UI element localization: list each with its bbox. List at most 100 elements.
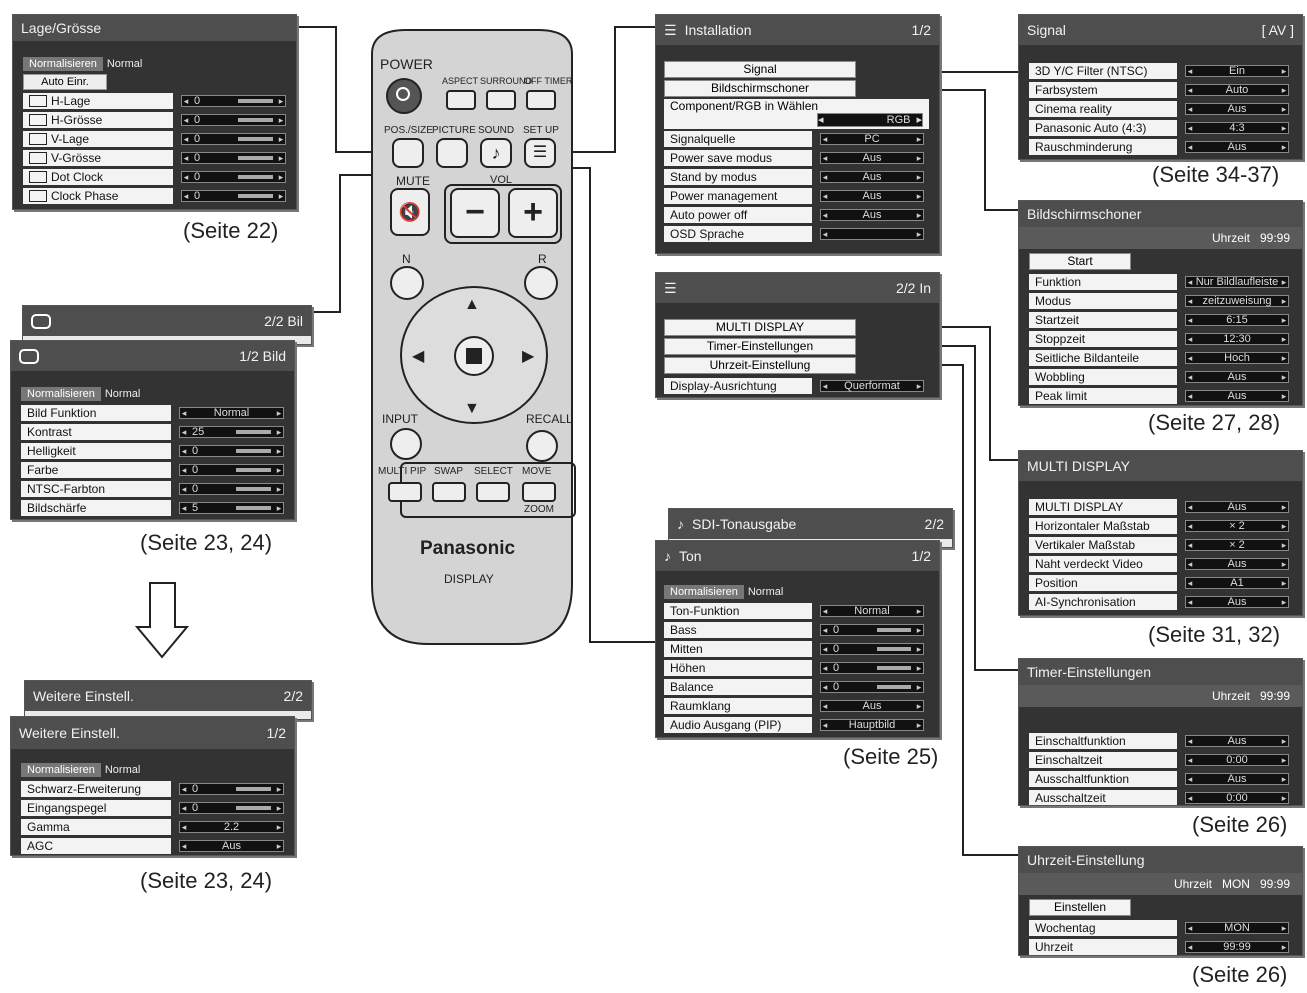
setting-value[interactable]: ◂Hauptbild▸ <box>820 718 924 731</box>
slider-track[interactable] <box>877 646 911 651</box>
setting-row[interactable]: Eingangspegel◂0▸ <box>21 798 288 817</box>
setting-value[interactable]: ◂MON▸ <box>1185 921 1289 934</box>
setting-value[interactable]: ◂Aus▸ <box>820 151 924 164</box>
setting-row[interactable]: 3D Y/C Filter (NTSC)◂Ein▸ <box>1029 61 1292 80</box>
normalize-button[interactable]: Normalisieren <box>21 763 101 777</box>
setting-row[interactable]: Farbsystem◂Auto▸ <box>1029 80 1292 99</box>
setting-row[interactable]: Bild Funktion◂Normal▸ <box>21 403 288 422</box>
setting-value[interactable]: ◂25▸ <box>179 425 284 438</box>
setting-row[interactable]: Power management◂Aus▸ <box>664 186 929 205</box>
setting-value[interactable]: ◂0▸ <box>820 642 924 655</box>
setting-row[interactable]: Audio Ausgang (PIP)◂Hauptbild▸ <box>664 715 929 734</box>
aspect-button[interactable] <box>446 90 476 110</box>
move-button[interactable] <box>522 482 556 502</box>
setting-row[interactable]: Display-Ausrichtung◂Querformat▸ <box>664 376 929 395</box>
setting-value[interactable]: ◂0▸ <box>181 151 286 164</box>
setting-row[interactable]: Wobbling◂Aus▸ <box>1029 367 1292 386</box>
slider-track[interactable] <box>236 429 271 434</box>
setting-row[interactable]: Schwarz-Erweiterung◂0▸ <box>21 779 288 798</box>
setting-row[interactable]: Peak limit◂Aus▸ <box>1029 386 1292 405</box>
setting-row[interactable]: Power save modus◂Aus▸ <box>664 148 929 167</box>
swap-button[interactable] <box>432 482 466 502</box>
setting-row[interactable]: Cinema reality◂Aus▸ <box>1029 99 1292 118</box>
slider-track[interactable] <box>238 193 273 198</box>
setting-value[interactable]: ◂Aus▸ <box>1185 772 1289 785</box>
setting-row[interactable]: Einschaltfunktion◂Aus▸ <box>1029 731 1292 750</box>
setting-row[interactable]: Ausschaltfunktion◂Aus▸ <box>1029 769 1292 788</box>
setting-row[interactable]: Einschaltzeit◂0:00▸ <box>1029 750 1292 769</box>
setting-value[interactable]: ◂A1▸ <box>1185 576 1289 589</box>
setting-value[interactable]: ◂0▸ <box>181 170 286 183</box>
setting-value[interactable]: ◂Aus▸ <box>179 839 284 852</box>
setting-row[interactable]: Höhen◂0▸ <box>664 658 929 677</box>
setting-row[interactable]: Farbe◂0▸ <box>21 460 288 479</box>
n-button[interactable] <box>390 266 424 300</box>
setting-value[interactable]: ◂Aus▸ <box>1185 389 1289 402</box>
slider-track[interactable] <box>236 467 271 472</box>
setting-row[interactable]: Signalquelle◂PC▸ <box>664 129 929 148</box>
setting-row[interactable]: Stand by modus◂Aus▸ <box>664 167 929 186</box>
setting-row[interactable]: Mitten◂0▸ <box>664 639 929 658</box>
setting-value[interactable]: ◂0▸ <box>820 680 924 693</box>
einstellen-button[interactable]: Einstellen <box>1029 899 1131 916</box>
slider-track[interactable] <box>238 174 273 179</box>
possize-button[interactable] <box>392 138 424 168</box>
menu-item-signal[interactable]: Signal <box>664 61 856 78</box>
setting-value[interactable]: ◂0▸ <box>179 482 284 495</box>
setting-value[interactable]: ◂zeitzuweisung▸ <box>1185 294 1289 307</box>
component-rgb-value[interactable]: ◂RGB▸ <box>817 113 923 127</box>
setting-value[interactable]: ◂Normal▸ <box>179 406 284 419</box>
setting-row[interactable]: Startzeit◂6:15▸ <box>1029 310 1292 329</box>
setting-row[interactable]: Rauschminderung◂Aus▸ <box>1029 137 1292 156</box>
picture-button[interactable] <box>436 138 468 168</box>
recall-button[interactable] <box>526 430 558 462</box>
setting-value[interactable]: ◂× 2▸ <box>1185 538 1289 551</box>
slider-track[interactable] <box>238 136 273 141</box>
setting-row[interactable]: Modus◂zeitzuweisung▸ <box>1029 291 1292 310</box>
setting-value[interactable]: ◂12:30▸ <box>1185 332 1289 345</box>
setting-value[interactable]: ◂0▸ <box>181 132 286 145</box>
setting-row[interactable]: Bass◂0▸ <box>664 620 929 639</box>
slider-track[interactable] <box>236 486 271 491</box>
setting-row[interactable]: Balance◂0▸ <box>664 677 929 696</box>
slider-track[interactable] <box>877 665 911 670</box>
multipip-button[interactable] <box>388 482 422 502</box>
setting-value[interactable]: ◂Hoch▸ <box>1185 351 1289 364</box>
setting-value[interactable]: ◂0▸ <box>179 463 284 476</box>
setting-row[interactable]: Funktion◂Nur Bildlaufleiste▸ <box>1029 272 1292 291</box>
setting-value[interactable]: ◂99:99▸ <box>1185 940 1289 953</box>
setting-value[interactable]: ◂Aus▸ <box>1185 500 1289 513</box>
setting-row[interactable]: Gamma◂2.2▸ <box>21 817 288 836</box>
slider-track[interactable] <box>877 684 911 689</box>
arrow-right-icon[interactable]: ▶ <box>522 348 535 365</box>
setting-row[interactable]: Helligkeit◂0▸ <box>21 441 288 460</box>
menu-item-bildschirmschoner[interactable]: Bildschirmschoner <box>664 80 856 97</box>
setting-value[interactable]: ◂6:15▸ <box>1185 313 1289 326</box>
normalize-button[interactable]: Normalisieren <box>23 57 103 71</box>
setting-row[interactable]: AI-Synchronisation◂Aus▸ <box>1029 592 1292 611</box>
setting-value[interactable]: ◂Ein▸ <box>1185 64 1289 77</box>
volume-up-button[interactable]: + <box>508 188 558 238</box>
menu-item-multi-display[interactable]: MULTI DISPLAY <box>664 319 856 336</box>
setting-row[interactable]: H-Grösse◂0▸ <box>23 110 290 129</box>
setting-value[interactable]: ◂Nur Bildlaufleiste▸ <box>1185 275 1289 288</box>
slider-track[interactable] <box>236 786 271 791</box>
sound-button[interactable]: ♪ <box>480 138 512 168</box>
slider-track[interactable] <box>236 805 271 810</box>
slider-track[interactable] <box>238 98 273 103</box>
setting-row[interactable]: Ausschaltzeit◂0:00▸ <box>1029 788 1292 805</box>
setting-value[interactable]: ◂Auto▸ <box>1185 83 1289 96</box>
slider-track[interactable] <box>877 627 911 632</box>
setting-value[interactable]: ◂Normal▸ <box>820 604 924 617</box>
setting-value[interactable]: ◂0:00▸ <box>1185 791 1289 804</box>
slider-track[interactable] <box>238 117 273 122</box>
arrow-up-icon[interactable]: ▲ <box>464 296 480 313</box>
setting-value[interactable]: ◂0▸ <box>820 661 924 674</box>
arrow-left-icon[interactable]: ◀ <box>412 348 425 365</box>
slider-track[interactable] <box>236 448 271 453</box>
arrow-down-icon[interactable]: ▼ <box>464 400 480 417</box>
setting-row[interactable]: Vertikaler Maßstab◂× 2▸ <box>1029 535 1292 554</box>
mute-button[interactable]: 🔇 <box>390 188 430 236</box>
setting-row[interactable]: Horizontaler Maßstab◂× 2▸ <box>1029 516 1292 535</box>
setting-value[interactable]: ◂4:3▸ <box>1185 121 1289 134</box>
